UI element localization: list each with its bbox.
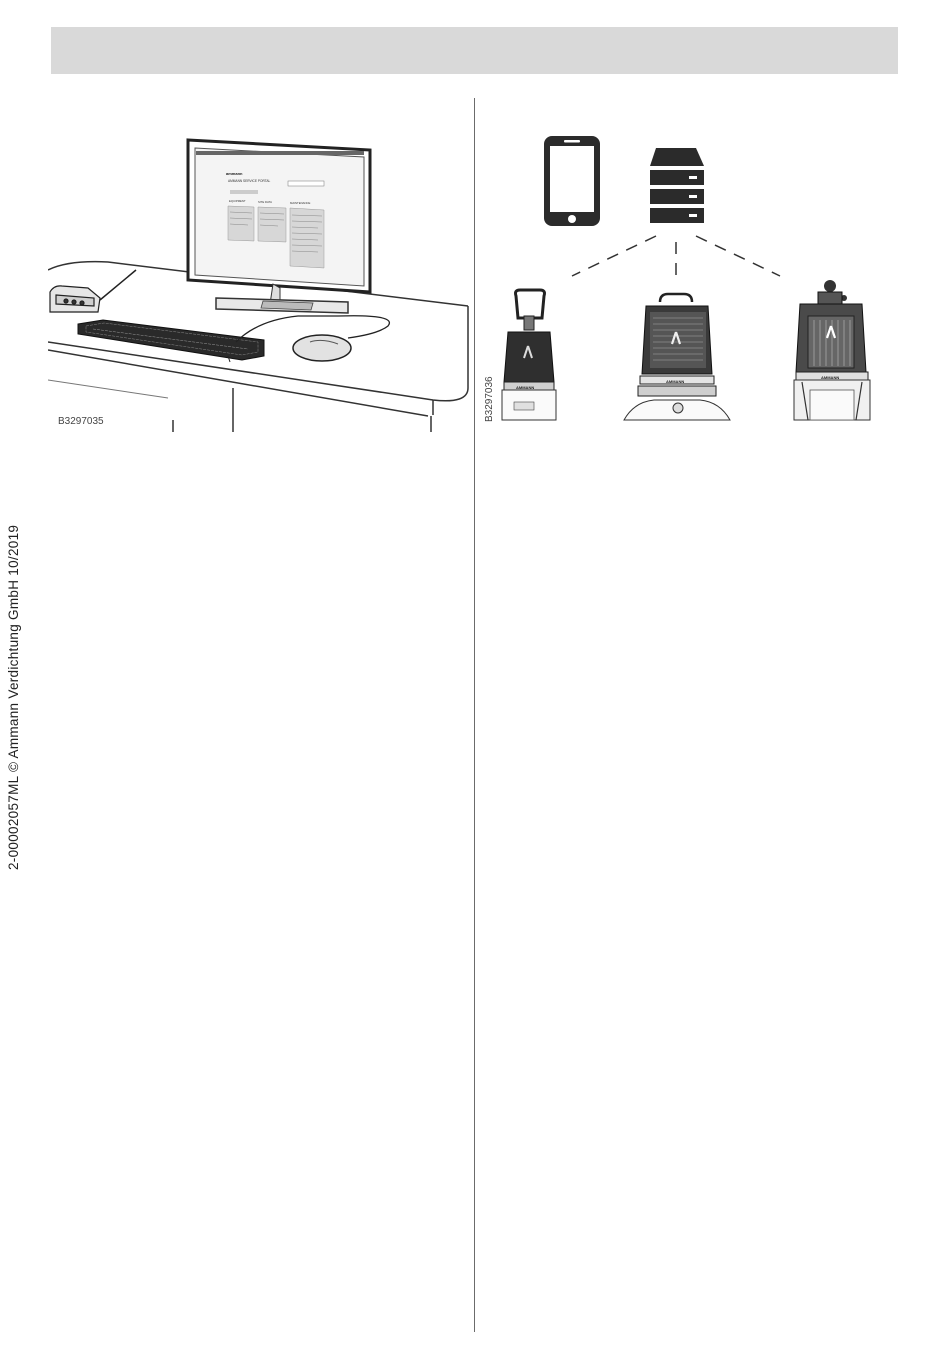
figure-right-code: B3297036 (484, 376, 495, 422)
screen-col-1: EQUIPMENT (229, 199, 246, 203)
rammer-label: AMMANN (516, 385, 534, 390)
server-icon (650, 148, 704, 223)
figure-connectivity: AMMANN AMMANN AMMANN (478, 120, 898, 432)
side-copyright: 2-00002057ML © Ammann Verdichtung GmbH 1… (6, 525, 21, 870)
phone-icon (544, 136, 600, 226)
figure-computer-workstation: ammann AMMANN SERVICE PORTAL EQUIPMENT S… (48, 120, 474, 432)
desk-phone (50, 270, 136, 312)
screen-logo: ammann (226, 171, 243, 176)
figure-left-code: B3297035 (58, 416, 104, 427)
reversible-plate-machine: AMMANN (794, 280, 870, 420)
reversible-label: AMMANN (821, 375, 839, 380)
connection-lines (572, 236, 780, 278)
vibratory-plate-machine: AMMANN (624, 294, 730, 420)
rammer-machine: AMMANN (502, 290, 556, 420)
screen-col-3: MAINTENANCE (290, 201, 310, 205)
column-divider (474, 98, 475, 1332)
page-header-bar (51, 27, 898, 74)
screen-heading: AMMANN SERVICE PORTAL (228, 179, 271, 183)
plate-label: AMMANN (666, 379, 684, 384)
screen-col-2: SITE DATA (258, 200, 272, 204)
